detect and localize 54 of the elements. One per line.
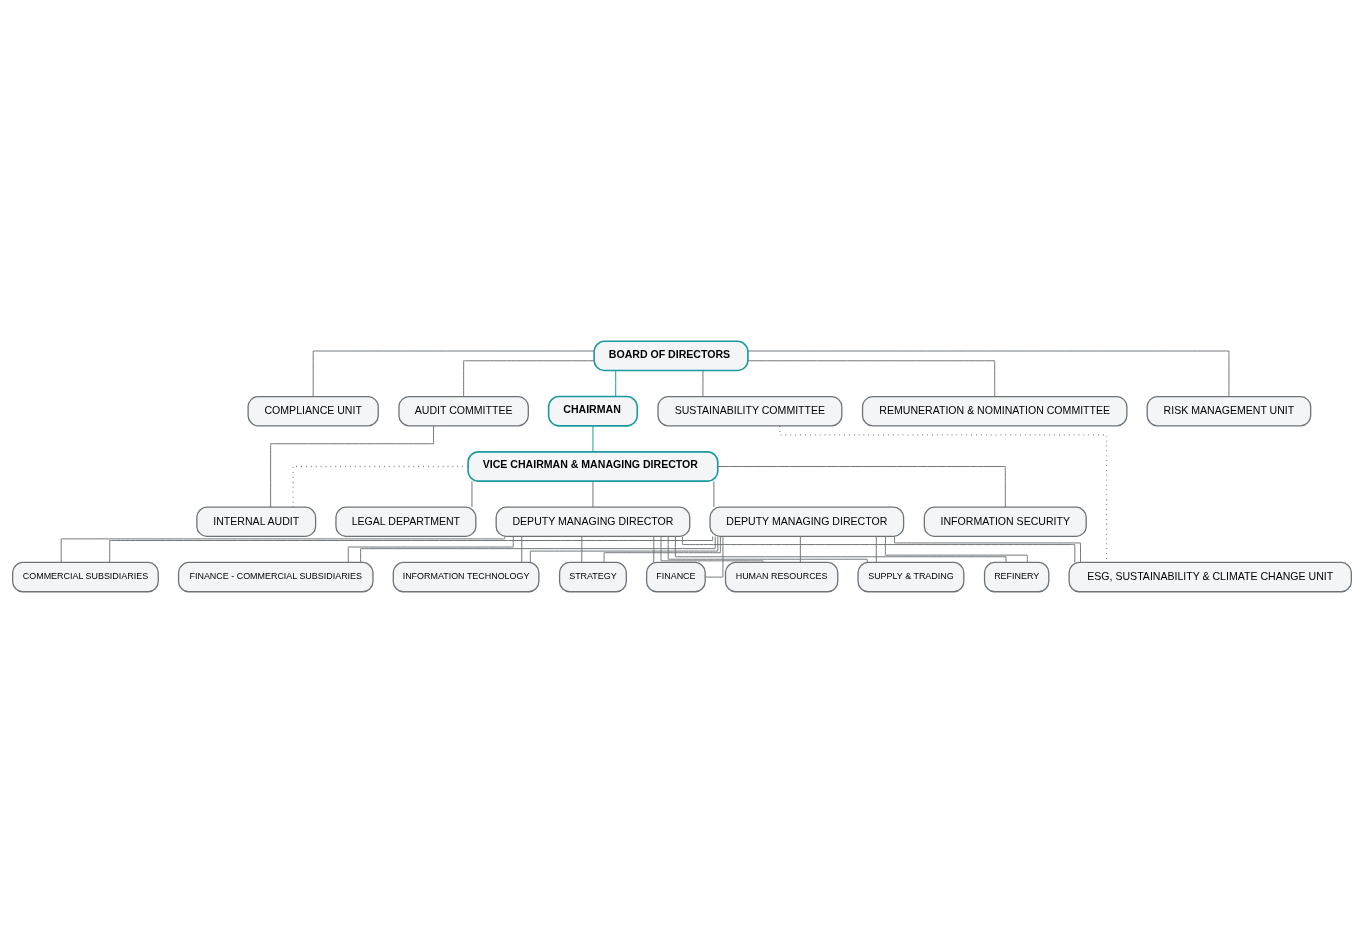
connector [347, 535, 514, 563]
node-box: VICE CHAIRMAN & MANAGING DIRECTOR [467, 450, 719, 482]
node-box: INFORMATION TECHNOLOGY [392, 561, 540, 592]
node-box: SUSTAINABILITY COMMITTEE [657, 395, 843, 426]
connector [704, 535, 724, 578]
node-box: FINANCE - COMMERCIAL SUBSIDIARIES [177, 561, 374, 592]
connector [660, 535, 764, 563]
node-box: RISK MANAGEMENT UNIT [1146, 395, 1312, 426]
connector [702, 369, 704, 397]
node-box: REMUNERATION & NOMINATION COMMITTEE [861, 395, 1128, 426]
connector [312, 350, 595, 397]
connector [747, 350, 1230, 397]
node-box: AUDIT COMMITTEE [398, 395, 529, 426]
connector [592, 480, 594, 507]
node-box: ESG, SUSTAINABILITY & CLIMATE CHANGE UNIT [1068, 561, 1352, 592]
node-box: BOARD OF DIRECTORS [593, 339, 749, 371]
connector [521, 535, 523, 563]
connector [717, 465, 1006, 507]
connector [581, 535, 583, 563]
connector [603, 535, 721, 563]
connector [615, 369, 617, 397]
connector [713, 480, 715, 507]
connector [653, 535, 655, 563]
connector [682, 535, 1076, 563]
connector [799, 535, 801, 563]
connector [592, 425, 594, 452]
connector [894, 535, 1081, 563]
node-box: LEGAL DEPARTMENT [335, 506, 477, 537]
connector [529, 535, 719, 563]
node-box: HUMAN RESOURCES [724, 561, 839, 592]
connector [674, 535, 1007, 563]
node-box: COMPLIANCE UNIT [247, 395, 379, 426]
node-box: DEPUTY MANAGING DIRECTOR [709, 506, 905, 537]
connector [292, 465, 469, 508]
connector [779, 424, 1108, 563]
node-box: INTERNAL AUDIT [196, 506, 317, 537]
connector [60, 535, 506, 563]
connector [884, 535, 1028, 563]
node-box: DEPUTY MANAGING DIRECTOR [495, 506, 691, 537]
node-box: CHAIRMAN [547, 395, 639, 427]
node-box: INFORMATION SECURITY [923, 506, 1087, 537]
node-box: COMMERCIAL SUBSIDIARIES [12, 561, 159, 592]
connector [360, 535, 716, 563]
node-box: REFINERY [983, 561, 1050, 592]
connector [463, 359, 595, 397]
connector [471, 480, 473, 507]
node-box: STRATEGY [558, 561, 627, 592]
node-box: SUPPLY & TRADING [857, 561, 965, 592]
connector [270, 424, 435, 508]
connector [667, 535, 868, 563]
connector [747, 359, 996, 397]
connector [109, 535, 714, 563]
connector [875, 535, 877, 563]
node-box: FINANCE [645, 561, 706, 592]
